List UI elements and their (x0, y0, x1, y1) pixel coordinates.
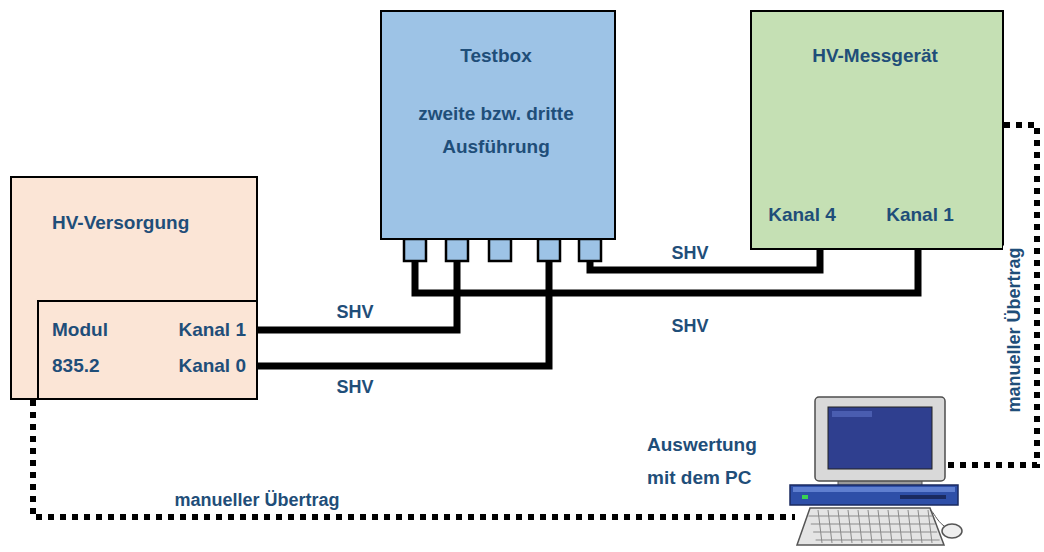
pc-node: Auswertung mit dem PC (795, 395, 947, 550)
testbox: Testbox zweite bzw. dritte Ausführung (380, 10, 616, 240)
keyboard-keys (808, 510, 939, 543)
module-name: Modul 835.2 (52, 312, 114, 384)
monitor-screen (828, 407, 932, 469)
channel-label: Kanal 0 (178, 348, 246, 384)
shv-socket (538, 239, 560, 261)
keyboard (797, 508, 944, 545)
device-title: HV-Messgerät (752, 43, 998, 69)
computer-icon (790, 397, 962, 545)
mouse (942, 524, 962, 538)
shv-cable (258, 240, 549, 366)
shv-socket (489, 239, 511, 261)
cable-label: SHV (334, 301, 375, 323)
channel-label: Kanal 1 (878, 202, 962, 228)
shv-socket (446, 239, 468, 261)
transfer-label: manueller Übertrag (1003, 245, 1025, 414)
power-supply-box: HV-VersorgungModul 835.2 Kanal 1Kanal 0 (10, 176, 258, 400)
cable-label: SHV (669, 315, 710, 337)
hv-meter-box: HV-MessgerätKanal 4 Kanal 1 (750, 10, 1004, 250)
pc-caption: Auswertung mit dem PC (647, 428, 789, 494)
channel-label: Kanal 1 (178, 312, 246, 348)
shv-socket (579, 239, 601, 261)
screen-glare (832, 411, 872, 417)
module-box: Modul 835.2 Kanal 1Kanal 0 (37, 300, 258, 400)
power-led (802, 495, 808, 499)
device-title: HV-Versorgung (52, 210, 189, 236)
device-subtitle: zweite bzw. dritte Ausführung (396, 97, 596, 163)
cable-label: SHV (334, 376, 375, 398)
drive-slot (900, 495, 946, 499)
device-title: Testbox (382, 43, 610, 69)
cable-label: SHV (669, 242, 710, 264)
shv-cable (258, 240, 457, 330)
computer-base (790, 485, 958, 505)
base-rim (793, 487, 955, 492)
channel-label: Kanal 4 (760, 202, 844, 228)
shv-socket (404, 239, 426, 261)
monitor-frame (815, 397, 945, 481)
transfer-label: manueller Übertrag (172, 489, 341, 511)
manual-transfer-line (33, 400, 795, 517)
mouse-cable (930, 510, 944, 526)
